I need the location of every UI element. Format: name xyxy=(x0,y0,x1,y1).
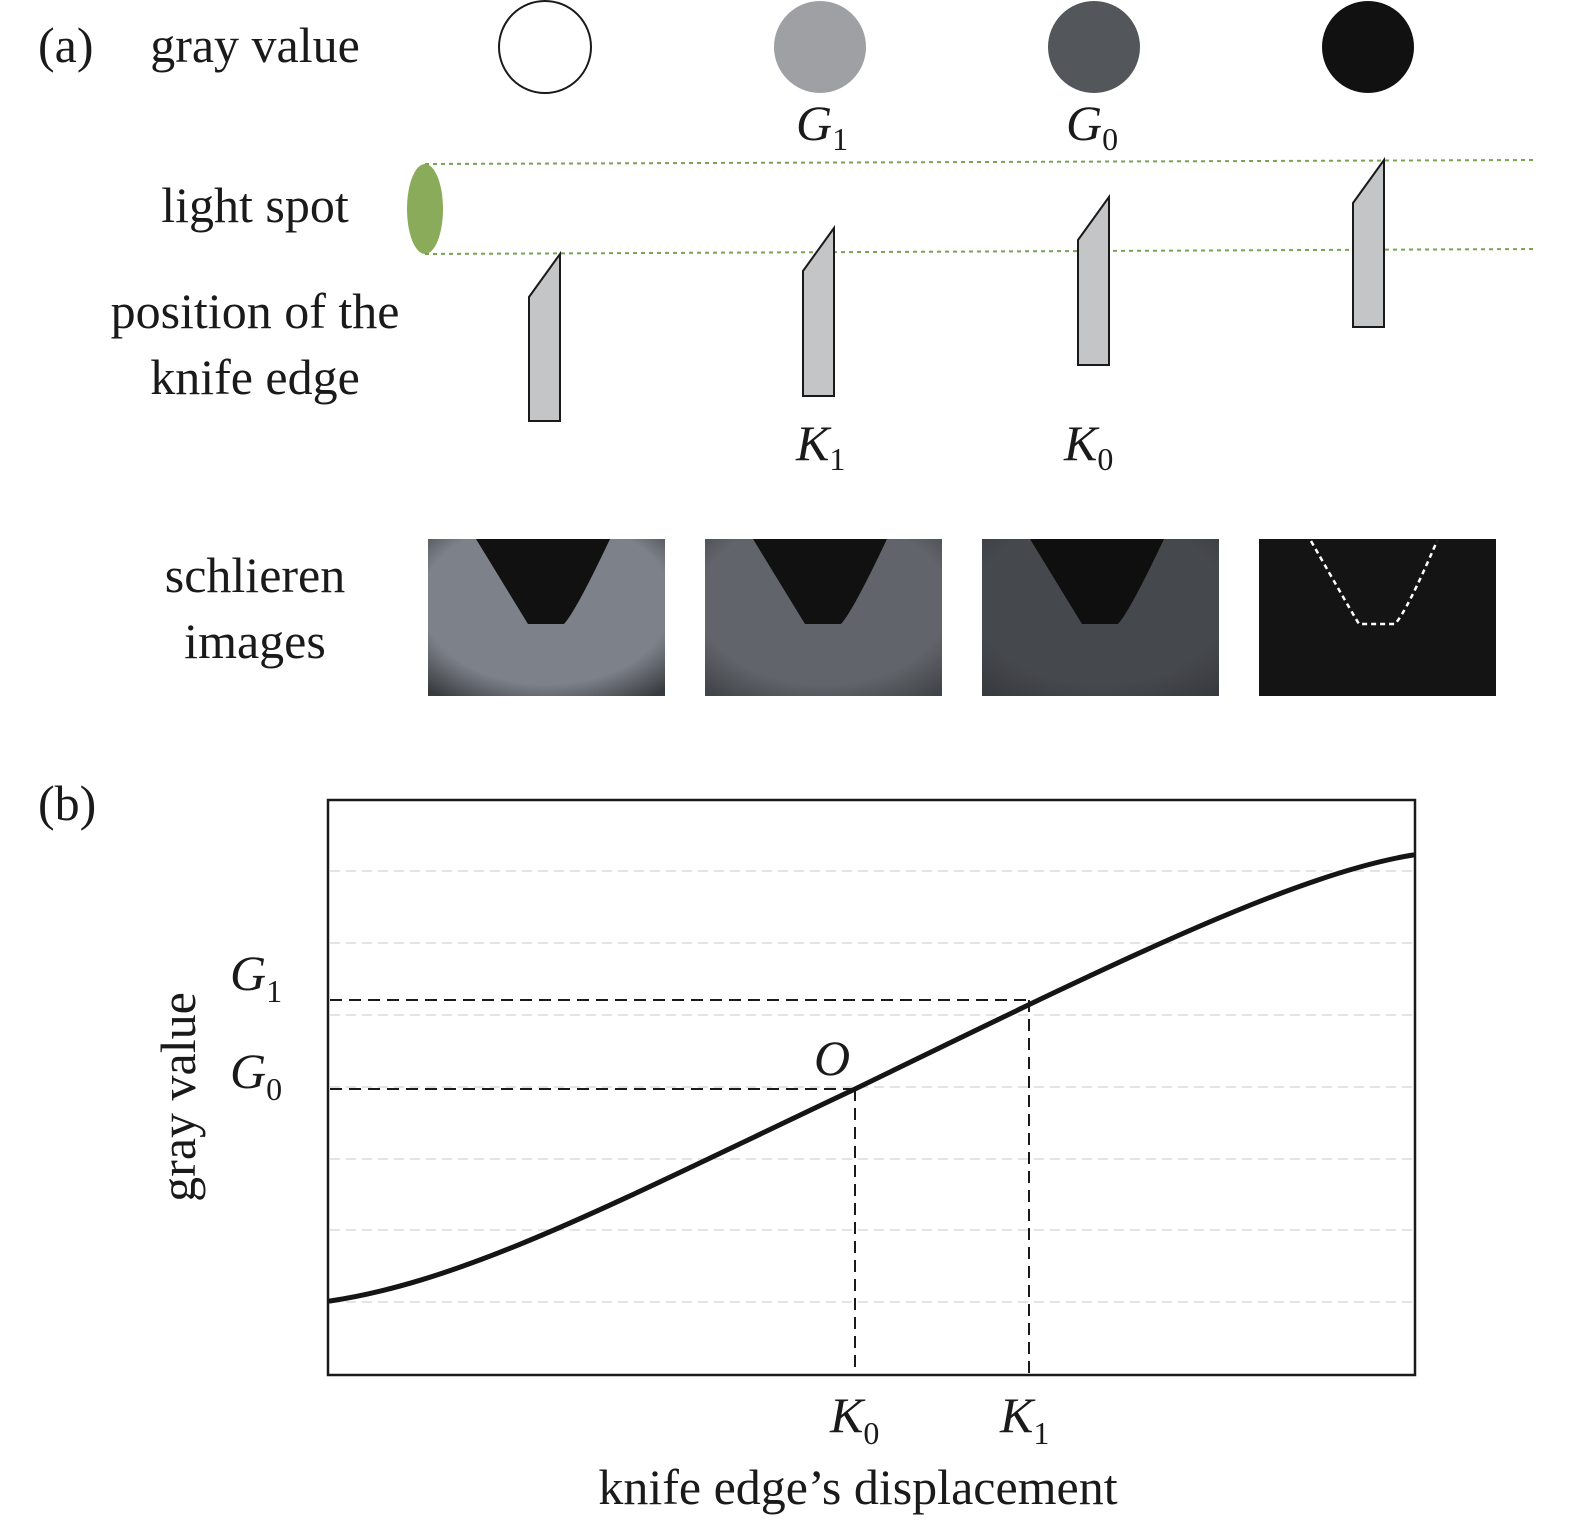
plot-frame xyxy=(326,798,1417,1377)
point-label-o: O xyxy=(814,1030,850,1086)
knife-position-row-label-line2: knife edge xyxy=(150,349,360,405)
beam-bottom-line xyxy=(424,248,1536,255)
gray-circles xyxy=(498,0,1414,94)
gray-value-curve xyxy=(327,852,1416,1304)
x-axis-label: knife edge’s displacement xyxy=(598,1459,1117,1515)
y-axis-label: gray value xyxy=(150,992,206,1202)
knife-edges xyxy=(528,156,1385,422)
knife-edge-4 xyxy=(1352,156,1385,328)
grid-lines xyxy=(330,870,1413,1303)
schlieren-image-3 xyxy=(982,539,1219,696)
knife-position-row-label-line1: position of the xyxy=(111,283,400,339)
schlieren-row-label-line1: schlieren xyxy=(165,547,345,603)
x-marker-k1: K1 xyxy=(999,1387,1049,1451)
guide-lines xyxy=(330,999,1030,1373)
schlieren-image-1 xyxy=(428,539,665,696)
schlieren-row-label-line2: images xyxy=(184,613,326,669)
panel-b-tag: (b) xyxy=(38,775,96,831)
gray-circle-4 xyxy=(1322,1,1414,93)
light-spot-row-label: light spot xyxy=(161,177,349,233)
schlieren-image-4 xyxy=(1259,539,1496,696)
knife-label-k0: K0 xyxy=(1063,415,1113,477)
knife-edge-1 xyxy=(528,250,561,422)
knife-label-k1: K1 xyxy=(795,415,845,477)
x-marker-k0: K0 xyxy=(829,1387,879,1451)
light-spot-ellipse xyxy=(407,164,443,254)
y-marker-g0: G0 xyxy=(230,1043,282,1107)
schlieren-images xyxy=(428,539,1496,696)
knife-edge-2 xyxy=(802,224,835,397)
panel-a-tag: (a) xyxy=(38,17,94,73)
y-marker-g1: G1 xyxy=(230,945,282,1009)
gray-circle-2 xyxy=(774,1,866,93)
knife-edge-3 xyxy=(1077,193,1110,366)
beam-top-line xyxy=(424,159,1536,165)
panel-b: (b) O G1 G0 K0 K1 gra xyxy=(38,775,1417,1515)
panel-a: (a) gray value light spot position of th… xyxy=(38,0,1536,696)
gray-circle-3 xyxy=(1048,1,1140,93)
gray-circle-1 xyxy=(498,0,592,94)
schlieren-image-2 xyxy=(705,539,942,696)
gray-value-row-label: gray value xyxy=(150,17,360,73)
circle-label-g0: G0 xyxy=(1066,95,1118,157)
circle-label-g1: G1 xyxy=(796,95,848,157)
